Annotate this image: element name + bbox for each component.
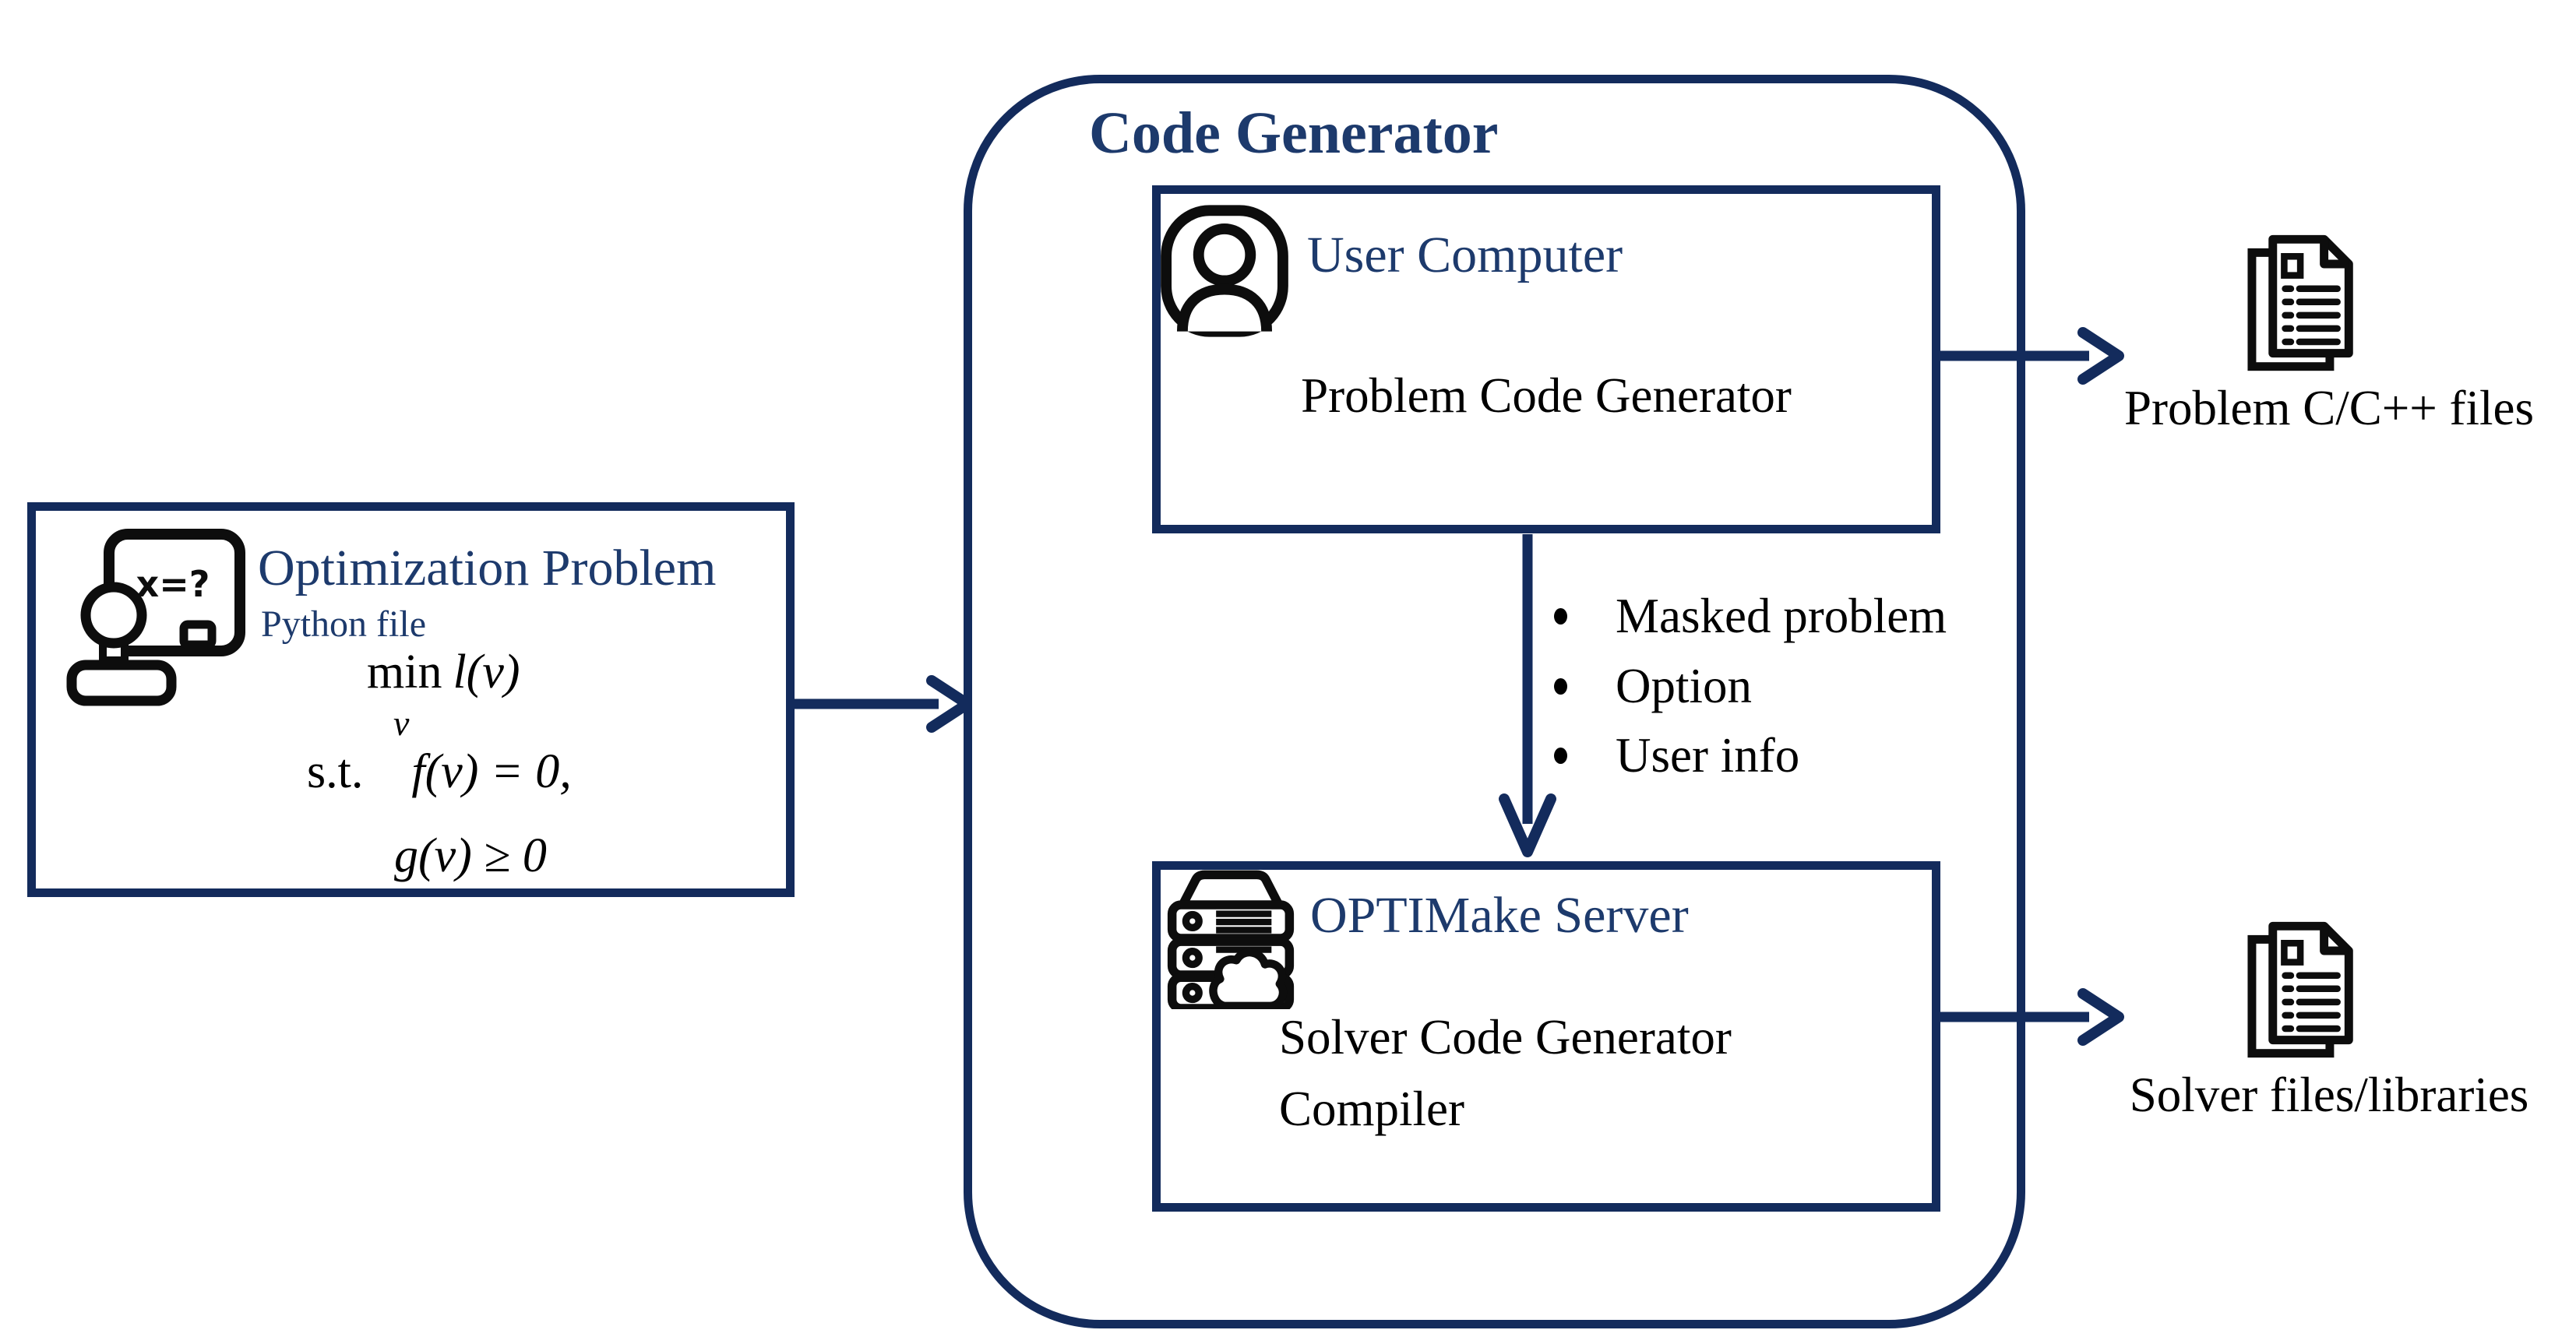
solver-files-arrow	[1940, 988, 2124, 1046]
subject-to-label: s.t.	[307, 745, 364, 798]
problem-code-generator-label: Problem Code Generator	[1301, 368, 1792, 423]
documents-icon	[2247, 234, 2353, 371]
optimization-problem-box: x=? Optimization Problem Python file min…	[27, 502, 795, 897]
list-item: Option	[1554, 658, 1752, 714]
python-file-subtitle: Python file	[261, 603, 426, 645]
problem-files-arrow	[1940, 327, 2124, 385]
blackboard-text: x=?	[136, 563, 210, 605]
min-subscript: v	[393, 703, 410, 743]
masked-problem-arrow	[1499, 534, 1556, 857]
compiler-label: Compiler	[1279, 1082, 1464, 1136]
solver-files-label: Solver files/libraries	[2129, 1068, 2529, 1122]
list-item: User info	[1554, 727, 1799, 783]
constraint1-expr: f(v) = 0,	[411, 745, 572, 798]
optimization-problem-title: Optimization Problem	[258, 540, 717, 596]
list-item-label: User info	[1616, 728, 1800, 783]
person-blackboard-icon: x=?	[66, 529, 245, 706]
list-item: Masked problem	[1554, 588, 1947, 644]
solver-code-generator-label: Solver Code Generator	[1279, 1010, 1732, 1064]
objective-expr: l(v)	[453, 646, 520, 698]
bullet-icon	[1554, 607, 1567, 625]
input-arrow	[795, 675, 973, 733]
list-item-label: Option	[1616, 659, 1753, 713]
math-constraint1-line: s.t. f(v) = 0,	[307, 744, 572, 800]
bullet-icon	[1554, 747, 1567, 764]
bullet-icon	[1554, 677, 1567, 695]
list-item-label: Masked problem	[1616, 589, 1947, 643]
user-computer-title: User Computer	[1307, 227, 1623, 283]
optimake-server-title: OPTIMake Server	[1310, 887, 1689, 944]
server-cloud-icon	[1167, 870, 1295, 1009]
min-word: min	[367, 646, 442, 698]
problem-files-label: Problem C/C++ files	[2123, 381, 2535, 435]
constraint2-expr: g(v) ≥ 0	[394, 829, 547, 882]
code-generator-title: Code Generator	[1089, 100, 1499, 166]
documents-icon	[2247, 921, 2353, 1058]
user-icon	[1161, 205, 1288, 337]
